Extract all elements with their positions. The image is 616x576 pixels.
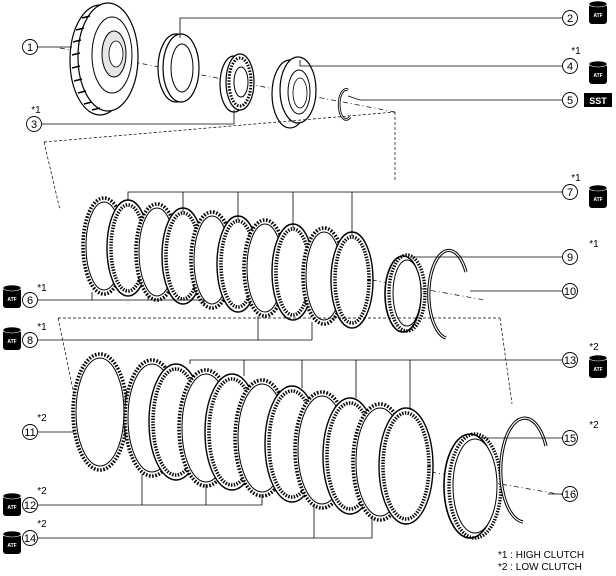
svg-text:ATF: ATF bbox=[593, 197, 602, 203]
svg-text:15: 15 bbox=[564, 433, 576, 445]
callout-10: 10 bbox=[562, 283, 578, 299]
callout-13: *2 13 bbox=[562, 342, 599, 368]
snap-ring bbox=[427, 248, 468, 340]
legend-low-clutch: *2 : LOW CLUTCH bbox=[498, 562, 582, 573]
part-2-seal bbox=[157, 33, 200, 103]
svg-text:*1: *1 bbox=[571, 173, 581, 184]
svg-text:12: 12 bbox=[24, 500, 36, 512]
callout-14: *2 14 bbox=[22, 519, 47, 546]
svg-text:11: 11 bbox=[24, 427, 35, 439]
callout-2: 2 bbox=[562, 10, 578, 26]
snap-ring bbox=[499, 416, 548, 524]
retaining-plate bbox=[443, 432, 503, 540]
callout-5: 5 bbox=[562, 92, 578, 108]
top-stack-dashed-frame bbox=[43, 111, 396, 211]
atf-bottle-icon: ATF bbox=[588, 60, 608, 84]
svg-text:7: 7 bbox=[567, 187, 573, 199]
retaining-plate bbox=[384, 253, 427, 333]
svg-text:9: 9 bbox=[567, 252, 573, 264]
dished-plate bbox=[71, 352, 129, 472]
svg-text:10: 10 bbox=[564, 286, 576, 298]
callout-1: 1 bbox=[22, 39, 38, 55]
part-3-bearing-hub bbox=[219, 53, 255, 113]
svg-text:*2: *2 bbox=[589, 420, 599, 431]
svg-text:14: 14 bbox=[24, 533, 36, 545]
legend: *1 : HIGH CLUTCH *2 : LOW CLUTCH bbox=[498, 550, 584, 573]
svg-text:*2: *2 bbox=[589, 342, 599, 353]
callout-6: *1 6 bbox=[22, 283, 47, 308]
callout-3: *1 3 bbox=[26, 105, 42, 132]
sst-badge: SST bbox=[584, 93, 612, 107]
svg-text:*1: *1 bbox=[31, 105, 41, 116]
atf-bottle-icon: ATF bbox=[2, 284, 22, 308]
svg-text:*2: *2 bbox=[37, 413, 47, 424]
svg-text:ATF: ATF bbox=[7, 297, 16, 303]
svg-text:8: 8 bbox=[27, 335, 33, 347]
callout-8: *1 8 bbox=[22, 322, 47, 348]
part-4-retainer bbox=[271, 56, 317, 129]
callout-11: *2 11 bbox=[22, 413, 47, 440]
atf-bottle-icon: ATF bbox=[588, 354, 608, 378]
svg-text:*2: *2 bbox=[37, 519, 47, 530]
svg-text:6: 6 bbox=[27, 295, 33, 307]
svg-text:*1: *1 bbox=[571, 46, 581, 57]
svg-text:ATF: ATF bbox=[7, 543, 16, 549]
lower-stack-dashed-frame bbox=[57, 317, 513, 405]
svg-text:4: 4 bbox=[567, 61, 573, 73]
svg-text:5: 5 bbox=[567, 95, 573, 107]
driven-plate bbox=[378, 407, 434, 525]
svg-text:SST: SST bbox=[589, 96, 607, 106]
atf-bottle-icon: ATF bbox=[588, 184, 608, 208]
part-5-snap-ring bbox=[337, 88, 352, 121]
high-clutch-plate-stack bbox=[81, 196, 468, 340]
svg-text:ATF: ATF bbox=[7, 505, 16, 511]
svg-text:*1: *1 bbox=[589, 239, 599, 250]
svg-text:ATF: ATF bbox=[593, 73, 602, 79]
svg-text:1: 1 bbox=[27, 42, 33, 54]
atf-bottle-icon: ATF bbox=[2, 326, 22, 350]
callout-4: *1 4 bbox=[562, 46, 581, 74]
low-clutch-plate-stack bbox=[71, 352, 548, 540]
svg-text:ATF: ATF bbox=[593, 13, 602, 19]
svg-text:16: 16 bbox=[564, 489, 576, 501]
svg-text:3: 3 bbox=[31, 119, 37, 131]
atf-bottle-icon: ATF bbox=[588, 0, 608, 24]
svg-text:2: 2 bbox=[567, 13, 573, 25]
callout-9: *1 9 bbox=[562, 239, 599, 265]
callout-12: *2 12 bbox=[22, 486, 47, 513]
driven-plate bbox=[330, 231, 374, 329]
svg-text:13: 13 bbox=[564, 355, 576, 367]
svg-text:*2: *2 bbox=[37, 486, 47, 497]
atf-bottle-icon: ATF bbox=[2, 492, 22, 516]
leader-lines bbox=[38, 17, 562, 539]
callout-15: *2 15 bbox=[562, 420, 599, 446]
svg-text:*1: *1 bbox=[37, 283, 47, 294]
clutch-drum bbox=[69, 2, 139, 116]
atf-bottle-icon: ATF bbox=[2, 530, 22, 554]
svg-text:ATF: ATF bbox=[593, 367, 602, 373]
legend-high-clutch: *1 : HIGH CLUTCH bbox=[498, 550, 584, 561]
svg-text:*1: *1 bbox=[37, 322, 47, 333]
callout-7: *1 7 bbox=[562, 173, 581, 200]
svg-text:ATF: ATF bbox=[7, 339, 16, 345]
callout-16: 16 bbox=[562, 486, 578, 502]
